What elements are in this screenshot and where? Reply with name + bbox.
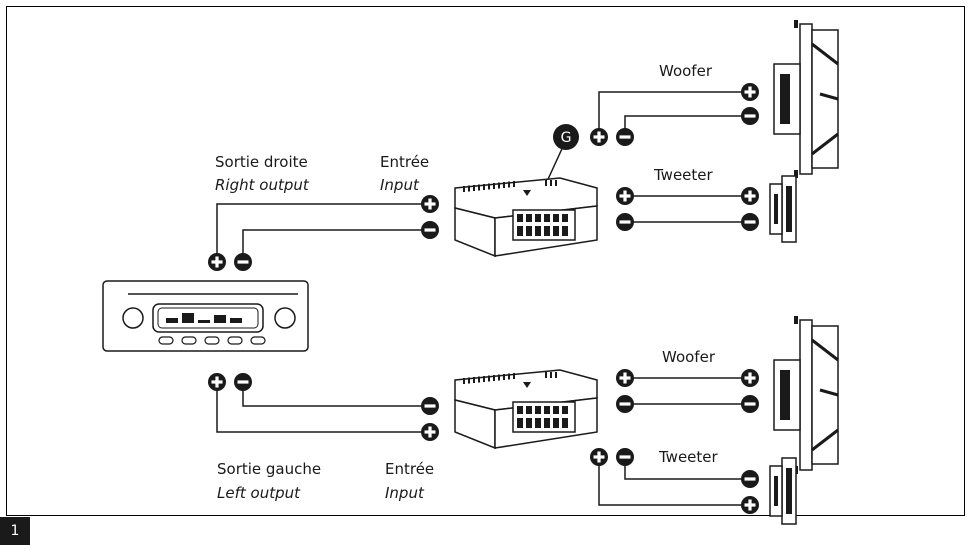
right-output-label-en: Right output (215, 176, 310, 194)
woofer-speaker-icon (772, 18, 840, 180)
left-input-label-fr: Entrée (385, 460, 434, 478)
minus-terminal-icon (741, 470, 759, 488)
minus-terminal-icon (616, 128, 634, 146)
crossover-icon (454, 177, 598, 257)
left-output-label-fr: Sortie gauche (217, 460, 321, 478)
right-input-label-fr: Entrée (380, 153, 429, 171)
minus-terminal-icon (421, 221, 439, 239)
plus-terminal-icon (208, 253, 226, 271)
minus-terminal-icon (234, 373, 252, 391)
plus-terminal-icon (590, 128, 608, 146)
ground-marker-icon: G (553, 124, 579, 150)
right-input-label-en: Input (380, 176, 420, 194)
left-input-label-en: Input (385, 484, 425, 502)
plus-terminal-icon (741, 369, 759, 387)
minus-terminal-icon (616, 395, 634, 413)
plus-terminal-icon (616, 187, 634, 205)
minus-terminal-icon (421, 397, 439, 415)
minus-terminal-icon (741, 213, 759, 231)
woofer-speaker-icon (772, 314, 840, 476)
plus-terminal-icon (208, 373, 226, 391)
tweeter-speaker-icon (769, 175, 797, 243)
diagram-frame (6, 6, 965, 516)
plus-terminal-icon (741, 83, 759, 101)
minus-terminal-icon (741, 107, 759, 125)
ground-marker-label: G (561, 130, 572, 146)
plus-terminal-icon (421, 195, 439, 213)
plus-terminal-icon (421, 423, 439, 441)
woofer-top-label: Woofer (659, 62, 713, 80)
plus-terminal-icon (741, 187, 759, 205)
minus-terminal-icon (234, 253, 252, 271)
left-output-label-en: Left output (217, 484, 301, 502)
crossover-icon (454, 369, 598, 449)
tweeter-bottom-label: Tweeter (658, 448, 719, 466)
plus-terminal-icon (590, 448, 608, 466)
minus-terminal-icon (616, 448, 634, 466)
woofer-bottom-label: Woofer (662, 348, 716, 366)
plus-terminal-icon (616, 369, 634, 387)
plus-terminal-icon (741, 496, 759, 514)
head-unit-icon (102, 280, 309, 352)
tweeter-speaker-icon (769, 457, 797, 525)
page-number-badge: 1 (0, 517, 30, 545)
right-output-label-fr: Sortie droite (215, 153, 308, 171)
tweeter-top-label: Tweeter (653, 166, 714, 184)
minus-terminal-icon (741, 395, 759, 413)
minus-terminal-icon (616, 213, 634, 231)
